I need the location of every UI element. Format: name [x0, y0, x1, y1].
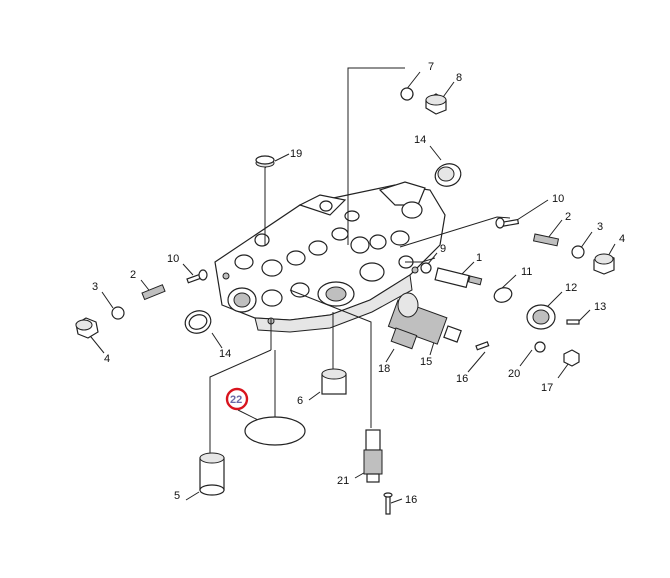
part-4-plug-right — [593, 253, 615, 275]
callout-10-right: 10 — [552, 193, 564, 205]
callout-3-left: 3 — [92, 281, 98, 293]
part-15-solenoid — [387, 292, 462, 345]
part-10-bolt-right — [495, 217, 520, 229]
part-21-pressure-switch — [363, 429, 383, 483]
callout-22: 22 — [230, 394, 242, 406]
part-18-sensor — [390, 327, 418, 350]
callout-7: 7 — [428, 61, 434, 73]
part-4-plug-left — [75, 317, 99, 339]
callout-14-left: 14 — [219, 348, 231, 360]
part-2-spring-left — [141, 284, 166, 301]
part-14-cap-top — [434, 163, 462, 187]
part-3-oring-right — [571, 245, 585, 259]
part-16-bolt-lower — [383, 492, 393, 515]
callout-14-top: 14 — [414, 134, 426, 146]
callout-10-left: 10 — [167, 253, 179, 265]
part-16-bolt-upper — [475, 341, 490, 351]
part-19-cap — [255, 155, 275, 168]
callout-labels: 7 8 14 19 10 2 3 4 10 2 3 4 9 1 11 12 13… — [92, 61, 625, 506]
part-1-valve-spool — [434, 267, 483, 289]
callout-17: 17 — [541, 382, 553, 394]
part-6-sleeve — [321, 368, 347, 395]
part-11-oring — [493, 287, 513, 303]
part-13-screw — [566, 319, 580, 325]
callout-13: 13 — [594, 301, 606, 313]
part-8-plug — [425, 93, 447, 115]
part-17-plug — [563, 349, 580, 367]
part-3-oring-left — [111, 306, 125, 320]
callout-15: 15 — [420, 356, 432, 368]
callout-8: 8 — [456, 72, 462, 84]
callout-16-upper: 16 — [456, 373, 468, 385]
callout-21: 21 — [337, 475, 349, 487]
callout-1: 1 — [476, 252, 482, 264]
callout-2-left: 2 — [130, 269, 136, 281]
callout-4-left: 4 — [104, 353, 110, 365]
callout-20: 20 — [508, 368, 520, 380]
part-22-gasket-ring — [244, 416, 306, 446]
part-10-bolt-left — [186, 269, 208, 284]
callout-9: 9 — [440, 243, 446, 255]
part-5-cylinder — [199, 452, 225, 496]
callout-3-right: 3 — [597, 221, 603, 233]
callout-19: 19 — [290, 148, 302, 160]
callout-18: 18 — [378, 363, 390, 375]
callout-4-right: 4 — [619, 233, 625, 245]
part-12-gear-cap — [526, 304, 556, 330]
part-20-oring — [534, 341, 546, 353]
part-14-oring-left — [184, 310, 212, 334]
part-2-spring-right — [532, 233, 560, 247]
callout-5: 5 — [174, 490, 180, 502]
callout-12: 12 — [565, 282, 577, 294]
part-9-oring — [420, 262, 432, 274]
highlight-ring — [225, 387, 249, 411]
part-7-oring — [400, 87, 414, 101]
callout-2-right: 2 — [565, 211, 571, 223]
callout-11: 11 — [521, 266, 532, 278]
valve-body-housing — [214, 181, 446, 333]
callout-16-lower: 16 — [405, 494, 417, 506]
callout-6: 6 — [297, 395, 303, 407]
